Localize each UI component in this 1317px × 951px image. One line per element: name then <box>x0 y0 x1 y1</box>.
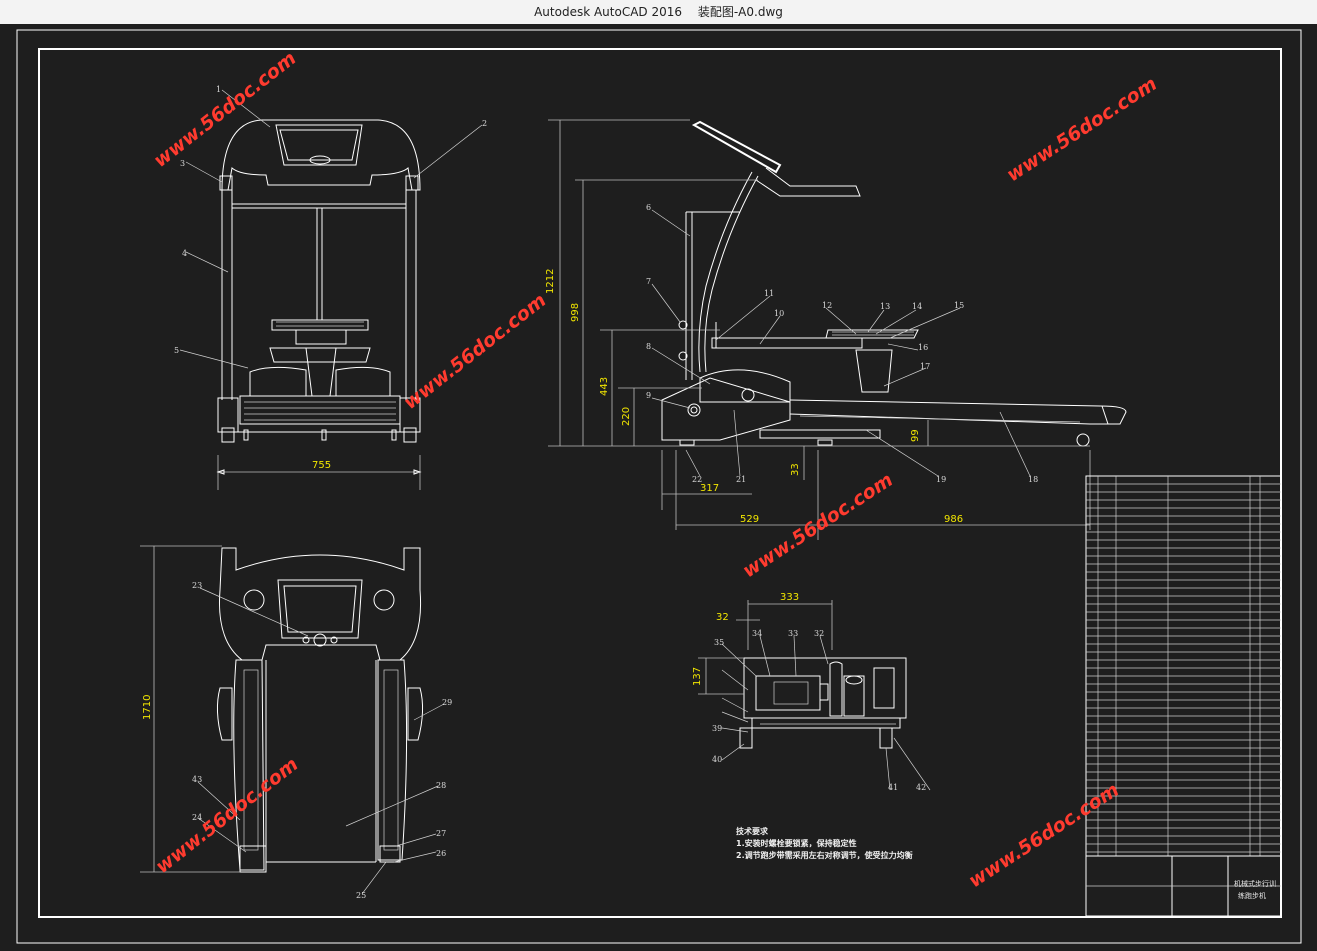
part-label-34: 34 <box>752 629 762 638</box>
part-label-17: 17 <box>920 362 930 371</box>
part-label-8: 8 <box>646 342 651 351</box>
part-label-24: 24 <box>192 813 202 822</box>
dim-137: 137 <box>692 667 703 686</box>
part-label-22: 22 <box>692 475 702 484</box>
motor-detail-view: 333 32 137 <box>692 592 931 791</box>
part-label-27: 27 <box>436 829 446 838</box>
dim-333: 333 <box>780 592 799 603</box>
part-label-3: 3 <box>180 159 185 168</box>
bill-of-materials: 机械式步行训 练跑步机 <box>1085 475 1282 917</box>
part-label-14: 14 <box>912 302 922 311</box>
dim-32: 32 <box>716 612 729 623</box>
watermark: www.56doc.com <box>965 779 1123 892</box>
part-label-26: 26 <box>436 849 446 858</box>
part-label-10: 10 <box>774 309 784 318</box>
dim-317: 317 <box>700 483 719 494</box>
part-label-5: 5 <box>174 346 179 355</box>
watermarks: www.56doc.com www.56doc.com www.56doc.co… <box>150 47 1161 892</box>
part-label-12: 12 <box>822 301 832 310</box>
part-label-1: 1 <box>216 85 221 94</box>
top-view: 1710 <box>140 545 445 895</box>
file-name: 装配图-A0.dwg <box>697 5 783 19</box>
dim-529: 529 <box>740 514 759 525</box>
dim-33: 33 <box>790 463 801 476</box>
part-label-21: 21 <box>736 475 746 484</box>
part-label-9: 9 <box>646 391 651 400</box>
part-label-43: 43 <box>192 775 202 784</box>
dim-443: 443 <box>599 377 610 396</box>
window-titlebar: Autodesk AutoCAD 2016 装配图-A0.dwg <box>0 0 1317 24</box>
dim-front-width: 755 <box>312 460 331 471</box>
outer-frame <box>16 29 1302 944</box>
part-label-28: 28 <box>436 781 446 790</box>
title-block-title-2: 练跑步机 <box>1238 891 1266 900</box>
part-labels: 1 2 3 4 5 6 7 8 9 10 11 12 13 14 15 16 1… <box>174 85 1038 900</box>
dim-99: 99 <box>910 429 921 442</box>
inner-frame <box>38 48 1282 918</box>
part-label-33: 33 <box>788 629 798 638</box>
part-label-32: 32 <box>814 629 824 638</box>
part-label-15: 15 <box>954 301 964 310</box>
dim-998: 998 <box>570 303 581 322</box>
watermark: www.56doc.com <box>152 753 303 878</box>
technical-notes: 技术要求 1.安装时螺栓要锁紧，保持稳定性 2.调节跑步带需采用左右对称调节，使… <box>736 826 913 860</box>
part-label-25: 25 <box>356 891 366 900</box>
side-view: 1212 998 443 220 99 33 317 529 986 <box>545 119 1127 540</box>
watermark: www.56doc.com <box>150 47 301 172</box>
watermark: www.56doc.com <box>400 289 551 414</box>
dim-986: 986 <box>944 514 963 525</box>
dim-220: 220 <box>621 407 632 426</box>
part-label-35: 35 <box>714 638 724 647</box>
app-name: Autodesk AutoCAD 2016 <box>534 5 683 19</box>
part-label-11: 11 <box>764 289 774 298</box>
dim-1710: 1710 <box>142 695 153 720</box>
part-label-6: 6 <box>646 203 651 212</box>
title-block-title-1: 机械式步行训 <box>1234 879 1276 888</box>
front-view: 755 <box>179 89 483 490</box>
tech-notes-heading: 技术要求 <box>736 826 769 836</box>
dim-1212: 1212 <box>545 269 556 294</box>
part-label-29: 29 <box>442 698 452 707</box>
drawing-canvas[interactable]: 755 <box>0 24 1317 951</box>
tech-notes-line-2: 2.调节跑步带需采用左右对称调节，使受拉力均衡 <box>736 850 913 860</box>
part-label-16: 16 <box>918 343 928 352</box>
part-label-4: 4 <box>182 249 187 258</box>
part-label-19: 19 <box>936 475 946 484</box>
tech-notes-line-1: 1.安装时螺栓要锁紧，保持稳定性 <box>736 838 857 848</box>
part-label-7: 7 <box>646 277 651 286</box>
part-label-13: 13 <box>880 302 890 311</box>
part-label-39: 39 <box>712 724 722 733</box>
watermark: www.56doc.com <box>1003 73 1161 186</box>
part-label-40: 40 <box>712 755 722 764</box>
part-label-2: 2 <box>482 119 487 128</box>
part-label-23: 23 <box>192 581 202 590</box>
part-label-42: 42 <box>916 783 926 792</box>
part-label-18: 18 <box>1028 475 1038 484</box>
part-label-41: 41 <box>888 783 898 792</box>
cad-drawing: 755 <box>16 29 1302 944</box>
